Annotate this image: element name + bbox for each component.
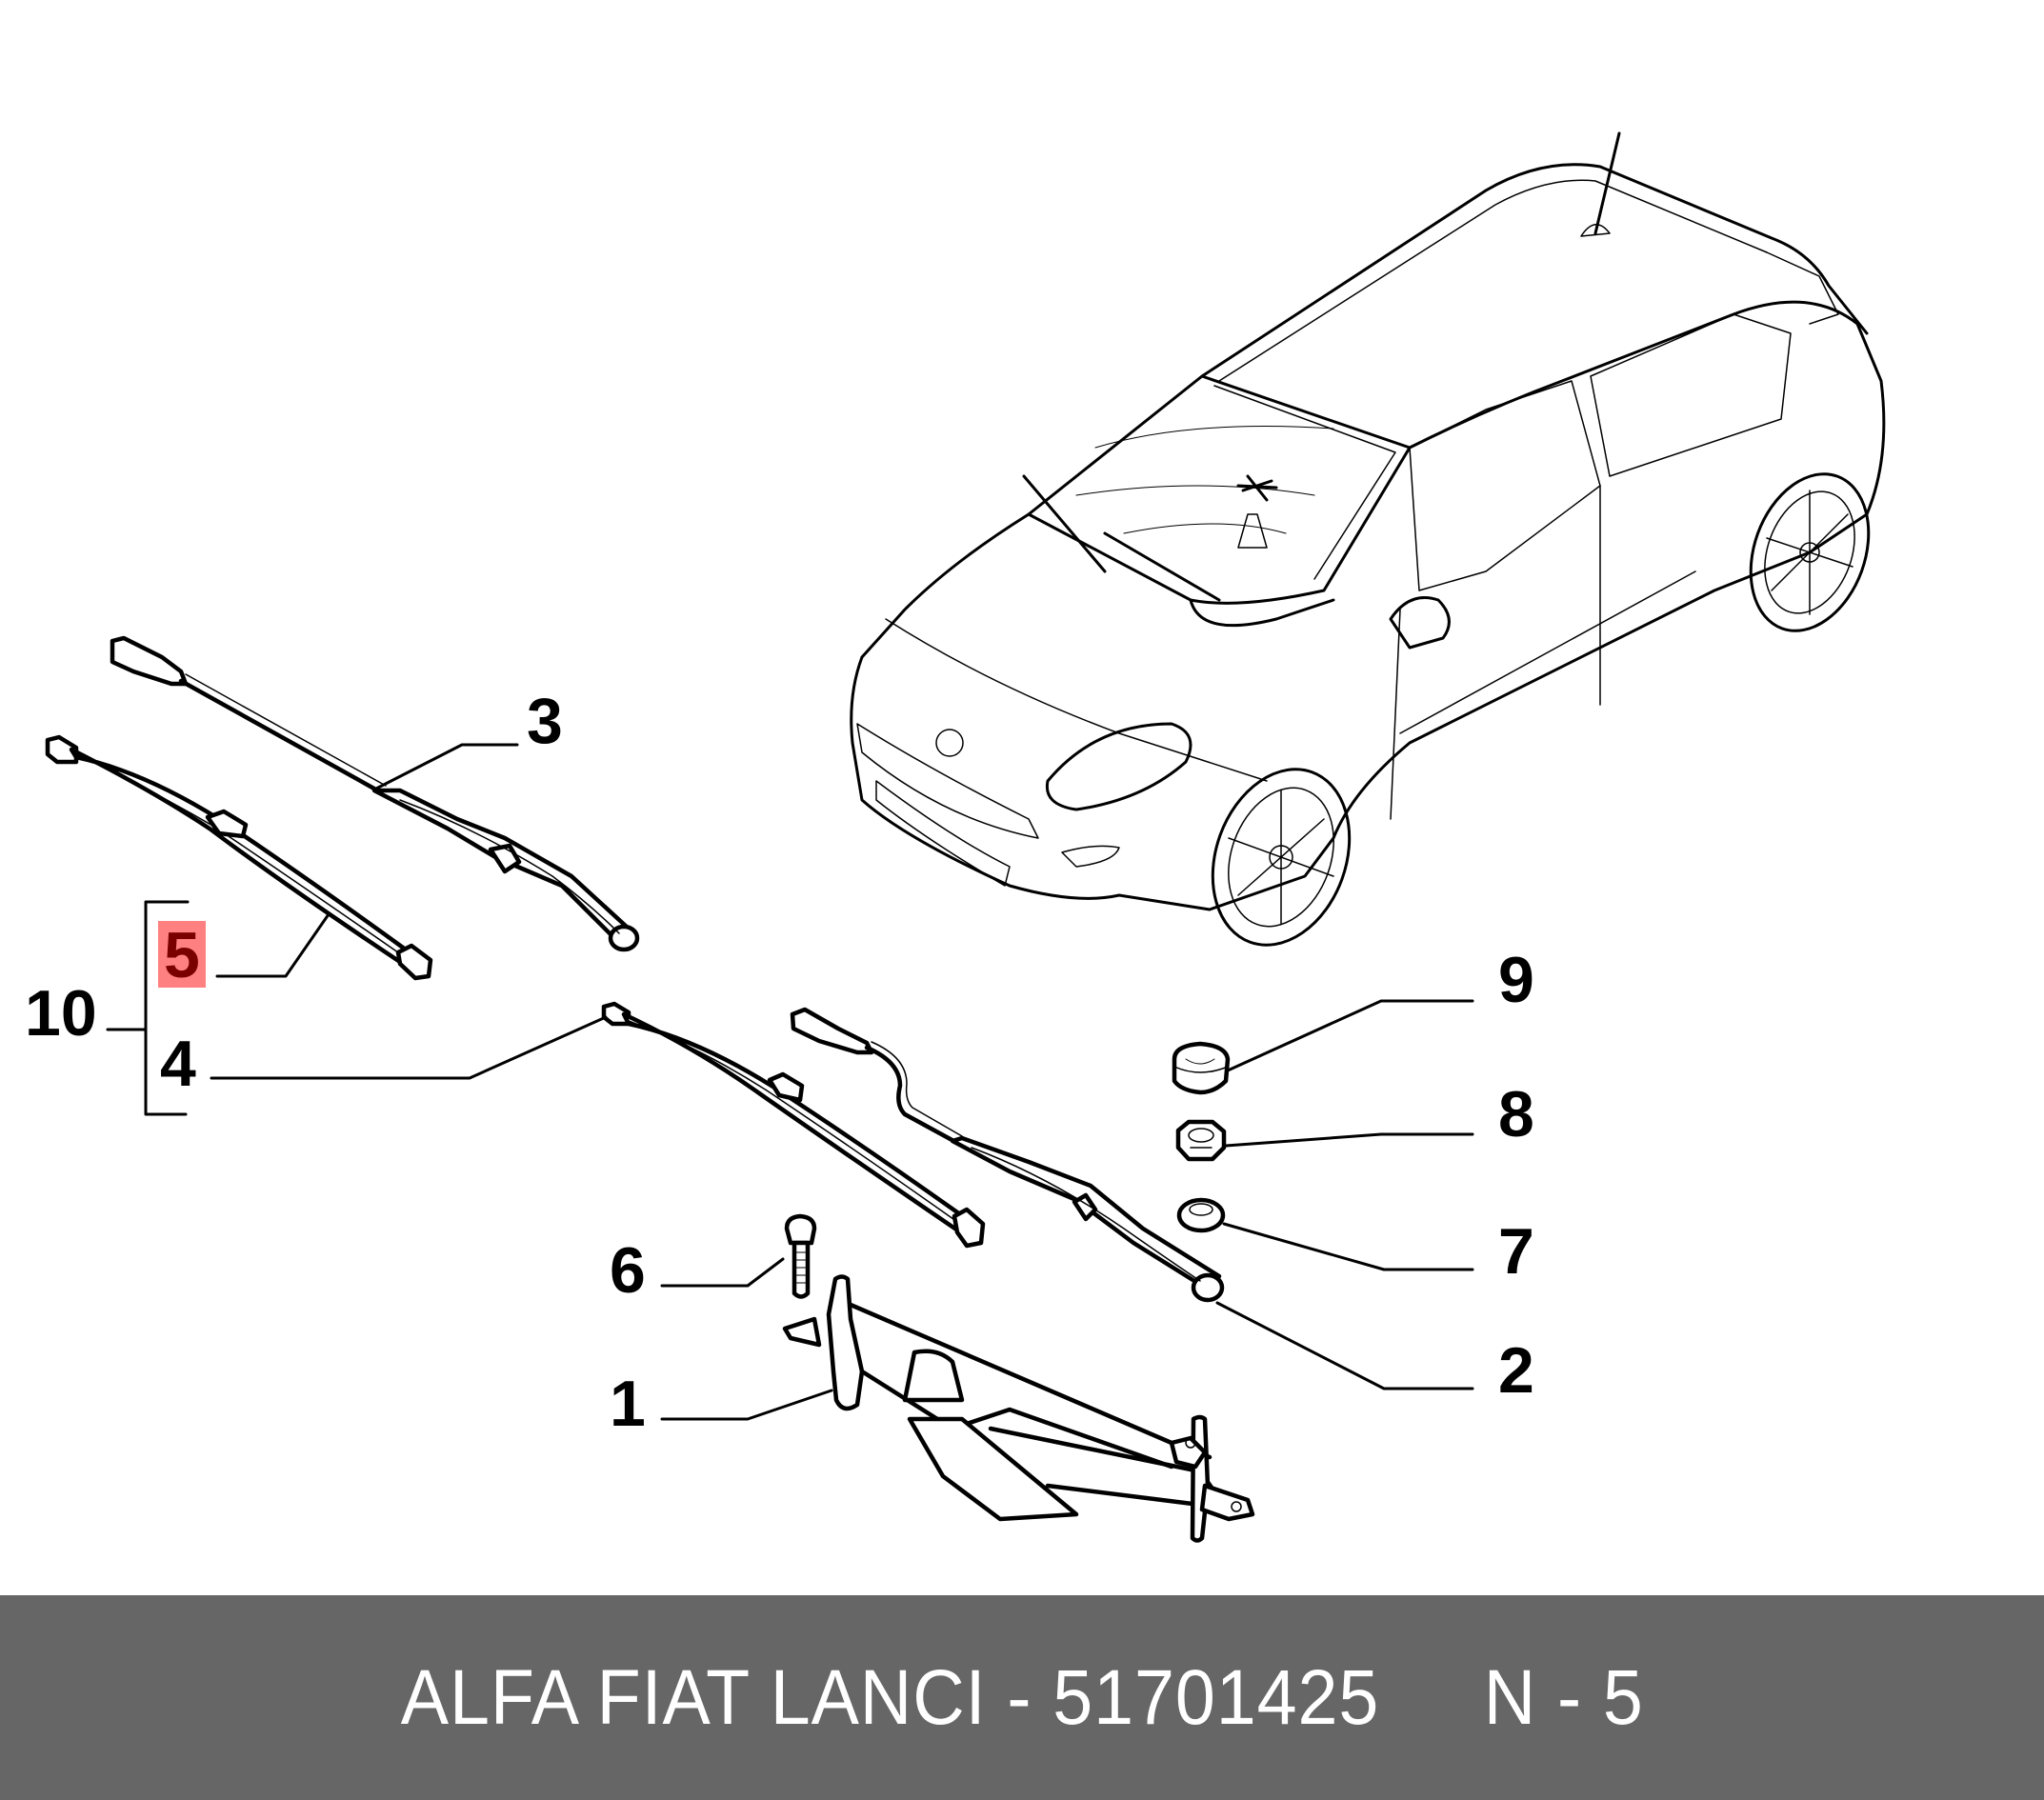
callout-7[interactable]: 7 bbox=[1498, 1215, 1534, 1288]
callout-3[interactable]: 3 bbox=[527, 685, 563, 757]
part-3-wiper-arm[interactable] bbox=[110, 635, 640, 952]
footer-bar: ALFA FIAT LANCI - 51701425 N - 5 bbox=[0, 1595, 2044, 1800]
leader-lines bbox=[106, 743, 1474, 1421]
part-5-wiper-blade[interactable] bbox=[45, 734, 433, 981]
callout-10[interactable]: 10 bbox=[25, 977, 97, 1050]
callout-1[interactable]: 1 bbox=[610, 1368, 646, 1440]
part-9-cap[interactable] bbox=[1172, 1041, 1231, 1095]
callout-6[interactable]: 6 bbox=[610, 1234, 646, 1307]
part-2-wiper-arm[interactable] bbox=[790, 1007, 1225, 1303]
part-8-nut[interactable] bbox=[1175, 1119, 1227, 1162]
part-number-caption: ALFA FIAT LANCI - 51701425 N - 5 bbox=[400, 1653, 1644, 1741]
callout-5-highlighted[interactable]: 5 bbox=[158, 921, 206, 988]
part-7-washer[interactable] bbox=[1176, 1197, 1226, 1233]
callout-9[interactable]: 9 bbox=[1498, 944, 1534, 1016]
callout-2[interactable]: 2 bbox=[1498, 1334, 1534, 1407]
car-illustration bbox=[850, 131, 1886, 947]
callout-8[interactable]: 8 bbox=[1498, 1078, 1534, 1150]
parts-diagram bbox=[45, 131, 1886, 1543]
part-6-bolt[interactable] bbox=[784, 1213, 817, 1299]
part-1-wiper-linkage[interactable] bbox=[782, 1274, 1255, 1543]
callout-4[interactable]: 4 bbox=[160, 1028, 196, 1100]
